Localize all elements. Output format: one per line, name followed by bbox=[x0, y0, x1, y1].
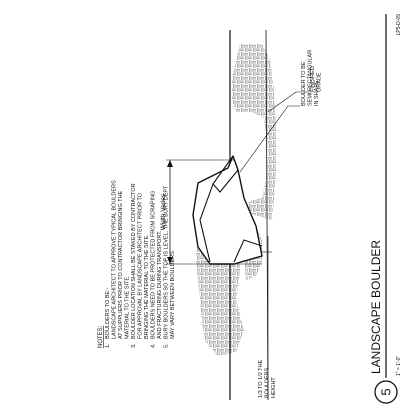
soil-top bbox=[232, 44, 276, 220]
boulder-facet bbox=[212, 155, 239, 193]
boulder-callout-line: BOULDER TO BE bbox=[301, 61, 307, 106]
detail-number: 5 bbox=[379, 388, 394, 395]
finished-grade-text: FINISHED GRADE bbox=[310, 66, 323, 92]
bury-depth-line: 1/3 TO 1/2 THE bbox=[258, 359, 264, 398]
note-line: LANDSCAPE ARCHITECT TO APPROVE TYPICAL B… bbox=[112, 180, 118, 339]
bury-depth-text: 1/3 TO 1/2 THE BOULDERS HEIGHT bbox=[258, 359, 277, 398]
dimension-arrow bbox=[167, 257, 173, 264]
bury-depth-line: HEIGHT bbox=[271, 377, 277, 398]
sheet-reference: LP5-D-05 bbox=[396, 14, 402, 36]
note-number: 3. bbox=[131, 343, 137, 348]
notes-block: NOTES: 1. BOULDERS TO BE:- LANDSCAPE ARC… bbox=[98, 180, 176, 348]
width-varies-label: Width Varies bbox=[160, 193, 167, 230]
boulder-facet bbox=[233, 239, 263, 263]
finished-grade-line-2: GRADE bbox=[317, 72, 323, 92]
note-number: 4. bbox=[151, 343, 157, 348]
note-line: BURY BOULDERS SO THE TOP IS LEVEL. THE B… bbox=[164, 185, 170, 339]
detail-scale: 1" = 1'-0" bbox=[396, 356, 402, 376]
boulder-callout-text: BOULDER TO BE SEMI RECTANGULAR IN SHAPE bbox=[301, 50, 320, 106]
note-number: 5. bbox=[164, 343, 170, 348]
note-line: BOULDER LOCATION SHALL BE STAKED BY CONT… bbox=[131, 183, 137, 339]
detail-title: LANDSCAPE BOULDER bbox=[369, 240, 383, 374]
note-line: FOR APPROVAL BY LANDSCAPE ARCHITECT PRIO… bbox=[138, 192, 144, 339]
note-line: BRINGING THE MATERIAL TO THE SITE. bbox=[144, 234, 150, 339]
note-line: MATERIAL TO THE SITE. bbox=[125, 275, 131, 339]
note-line: AND FRACTURING DURING TRANSPORT. bbox=[157, 230, 163, 339]
note-line: BOULDERS NEED TO BE PROTECTED FROM SCRAP… bbox=[151, 191, 157, 339]
boulder-callout-line: IN SHAPE bbox=[314, 80, 320, 106]
bury-depth-line: BOULDERS bbox=[265, 367, 271, 398]
finished-grade-line-1: FINISHED bbox=[310, 66, 316, 92]
note-line: AT SUPPLIERS PRIOR TO CONTRACTOR BRINGIN… bbox=[118, 190, 124, 339]
existing-grade-line bbox=[265, 29, 269, 401]
notes-heading: NOTES: bbox=[98, 325, 104, 348]
note-line: MAY VARY BETWEEN BOULDERS. bbox=[170, 249, 176, 339]
detail-number-circle bbox=[374, 380, 398, 404]
note-number: 1. bbox=[105, 343, 111, 348]
boulder-facet bbox=[199, 183, 214, 263]
note-line: BOULDERS TO BE:- bbox=[105, 287, 111, 339]
dimension-arrow bbox=[167, 160, 173, 167]
boulder-callout-line: SEMI RECTANGULAR bbox=[308, 50, 314, 106]
finished-grade-leader bbox=[267, 91, 310, 113]
boulder-callout-leader bbox=[239, 105, 300, 173]
